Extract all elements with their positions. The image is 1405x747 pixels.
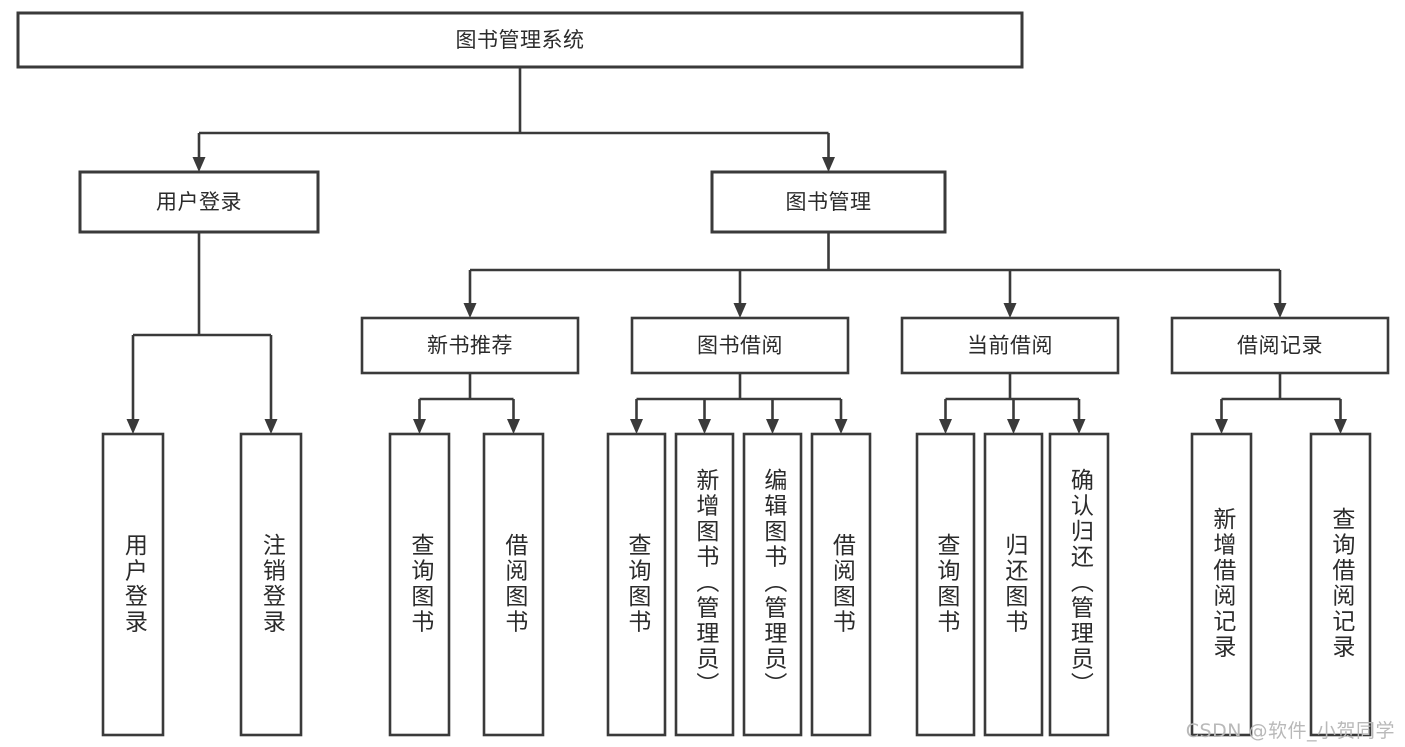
node-box-leaf-add-book[interactable] bbox=[674, 432, 735, 737]
node-label-current-borrow: 当前借阅 bbox=[967, 334, 1053, 358]
node-box-book-manage[interactable] bbox=[710, 170, 947, 234]
node-box-leaf-query-record[interactable] bbox=[1309, 432, 1372, 737]
node-box-book-borrow[interactable] bbox=[630, 316, 850, 375]
arrow-head-icon-leaf-logout bbox=[264, 419, 278, 434]
node-label-book-manage: 图书管理 bbox=[786, 190, 872, 214]
node-box-leaf-add-record[interactable] bbox=[1190, 432, 1253, 737]
node-box-leaf-logout[interactable] bbox=[239, 432, 303, 737]
arrow-head-icon-book-borrow bbox=[733, 303, 747, 318]
arrow-head-icon-book-manage bbox=[822, 157, 835, 172]
arrow-head-icon-leaf-edit-book bbox=[766, 419, 779, 434]
node-label-new-book-recommend: 新书推荐 bbox=[427, 334, 513, 358]
node-box-leaf-borrow-book-2[interactable] bbox=[810, 432, 872, 737]
arrow-head-icon-leaf-query-book-1 bbox=[413, 419, 426, 434]
watermark-text: CSDN @软件_小贺同学 bbox=[1185, 720, 1395, 742]
arrow-head-icon-leaf-add-record bbox=[1215, 419, 1228, 434]
arrow-head-icon-leaf-query-book-3 bbox=[939, 419, 952, 434]
node-box-leaf-return-book[interactable] bbox=[983, 432, 1044, 737]
arrow-head-icon-user-login bbox=[192, 157, 206, 172]
node-box-user-login[interactable] bbox=[78, 170, 320, 234]
arrow-head-icon-leaf-return-book bbox=[1007, 419, 1020, 434]
arrow-head-icon-leaf-add-book bbox=[698, 419, 711, 434]
arrow-head-icon-current-borrow bbox=[1003, 303, 1017, 318]
node-label-root: 图书管理系统 bbox=[456, 28, 585, 52]
node-box-leaf-query-book-1[interactable] bbox=[388, 432, 451, 737]
node-box-leaf-user-login[interactable] bbox=[101, 432, 165, 737]
arrow-head-icon-leaf-query-book-2 bbox=[630, 419, 643, 434]
arrow-head-icon-new-book-recommend bbox=[463, 303, 477, 318]
arrow-head-icon-leaf-user-login bbox=[126, 419, 140, 434]
node-label-borrow-record: 借阅记录 bbox=[1237, 334, 1323, 358]
node-box-layer bbox=[16, 11, 1390, 737]
node-box-leaf-query-book-2[interactable] bbox=[606, 432, 667, 737]
arrow-head-icon-leaf-borrow-book-2 bbox=[834, 419, 848, 434]
node-box-leaf-confirm-return[interactable] bbox=[1048, 432, 1110, 737]
node-box-leaf-query-book-3[interactable] bbox=[915, 432, 976, 737]
node-box-new-book-recommend[interactable] bbox=[360, 316, 580, 375]
arrow-head-icon-borrow-record bbox=[1273, 303, 1287, 318]
arrow-head-icon-leaf-query-record bbox=[1334, 419, 1347, 434]
node-box-leaf-borrow-book-1[interactable] bbox=[482, 432, 545, 737]
node-label-book-borrow: 图书借阅 bbox=[697, 334, 783, 358]
node-box-current-borrow[interactable] bbox=[900, 316, 1120, 375]
node-box-borrow-record[interactable] bbox=[1170, 316, 1390, 375]
node-label-user-login: 用户登录 bbox=[156, 190, 242, 214]
arrow-head-icon-leaf-borrow-book-1 bbox=[507, 419, 520, 434]
connector-layer bbox=[126, 67, 1347, 434]
node-box-root[interactable] bbox=[16, 11, 1024, 69]
arrow-head-icon-leaf-confirm-return bbox=[1072, 419, 1086, 434]
node-box-leaf-edit-book[interactable] bbox=[742, 432, 803, 737]
